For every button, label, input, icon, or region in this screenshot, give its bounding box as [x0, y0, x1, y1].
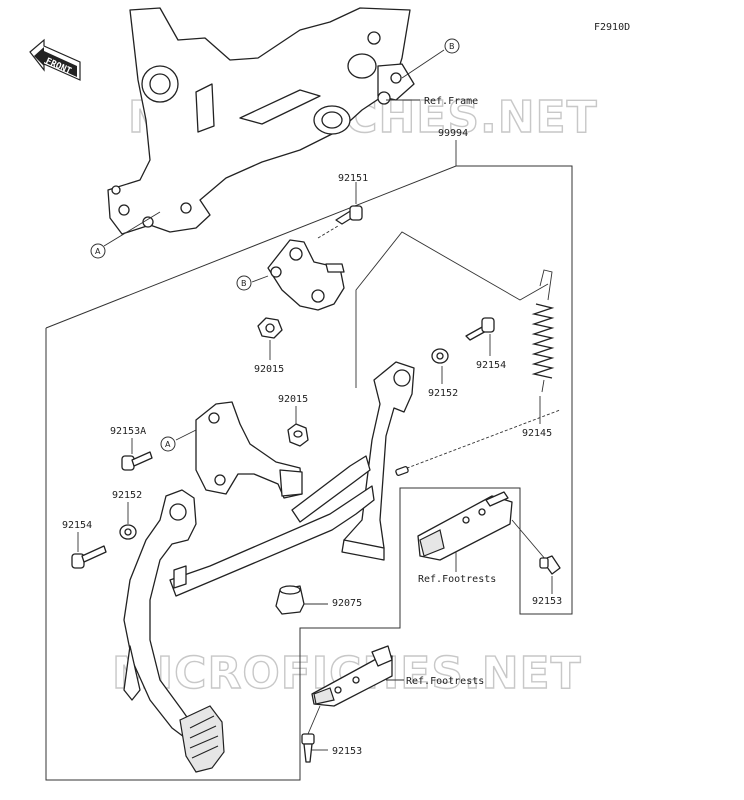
part-92151: 92151 [338, 173, 368, 184]
footrest-left [311, 645, 393, 707]
part-92153a: 92153A [110, 426, 146, 437]
callout-b-bracket-text: B [241, 279, 247, 288]
callout-b-top-text: B [449, 42, 455, 51]
part-92015-nut: 92015 [254, 364, 284, 375]
bolt-92154-left [71, 545, 107, 569]
part-92153-right: 92153 [532, 596, 562, 607]
callout-a-frame-text: A [95, 247, 101, 256]
bolt-92154-right [465, 317, 495, 341]
bolt-axis-92151 [317, 225, 339, 239]
ref-footrests-left: Ref.Footrests [406, 676, 484, 687]
bolt-92151 [335, 205, 363, 225]
bushing-92152-right [431, 348, 449, 364]
bolt-92153-right [539, 555, 561, 575]
callout-a-bottom [160, 436, 176, 452]
ref-frame-label: Ref.Frame [424, 96, 478, 107]
ref-footrests-right: Ref.Footrests [418, 574, 496, 585]
front-arrow-icon: FRONT [29, 38, 81, 81]
figure-code: F2910D [594, 22, 630, 33]
return-spring [531, 269, 555, 393]
part-92145: 92145 [522, 428, 552, 439]
part-92154-right: 92154 [476, 360, 506, 371]
stand-bracket [267, 239, 345, 311]
kit-group-outline [45, 165, 573, 781]
callout-a-frame [90, 243, 106, 259]
part-92153-left: 92153 [332, 746, 362, 757]
bushing-92152-left [119, 524, 137, 540]
part-92015-collar: 92015 [278, 394, 308, 405]
footrest-left-axis [307, 705, 321, 735]
footrest-right-axis [511, 519, 547, 561]
part-92075: 92075 [332, 598, 362, 609]
callout-a-bottom-text: A [165, 440, 171, 449]
footrest-right [417, 491, 513, 561]
part-92154-left: 92154 [62, 520, 92, 531]
collar-92015 [287, 423, 309, 447]
callout-b-bracket [236, 275, 252, 291]
callout-b-bracket-leader [251, 275, 269, 283]
bolt-92153-left [301, 733, 315, 763]
callout-b-top [444, 38, 460, 54]
bolt-92153a [121, 451, 153, 471]
callout-a-frame-leader [103, 211, 161, 247]
part-92152-left: 92152 [112, 490, 142, 501]
left-mount-bracket [195, 401, 303, 499]
subgroup-outline [355, 231, 549, 388]
center-stand [123, 361, 561, 773]
nut-92015 [257, 317, 283, 339]
part-99994: 99994 [438, 128, 468, 139]
callout-a-bottom-leader [175, 429, 197, 441]
callout-b-top-leader [401, 49, 445, 79]
frame-assembly [107, 7, 415, 235]
rubber-stop-92075 [275, 585, 305, 615]
part-92152-right: 92152 [428, 388, 458, 399]
spring-hook-axis [401, 409, 561, 471]
